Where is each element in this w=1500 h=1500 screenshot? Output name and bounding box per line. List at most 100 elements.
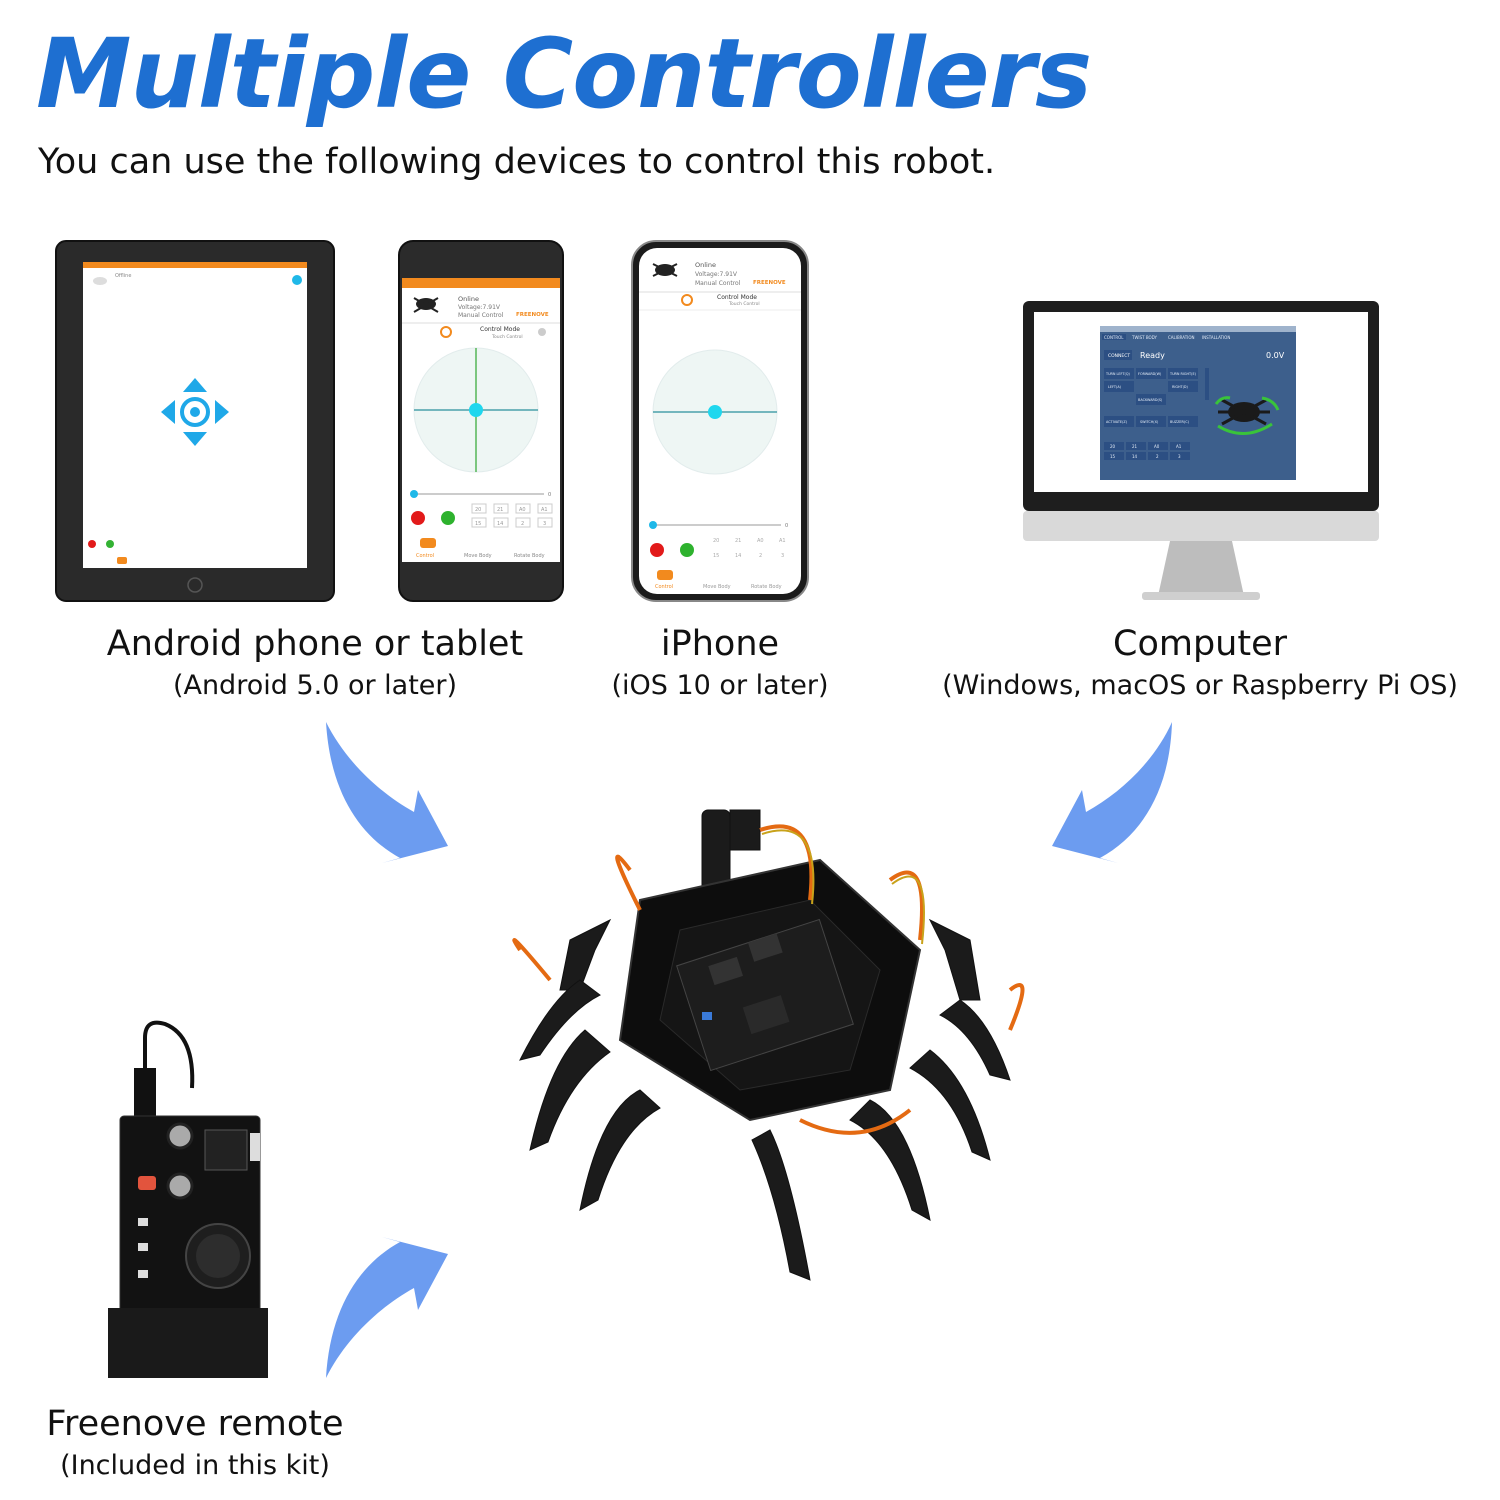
svg-text:0: 0 <box>548 492 551 498</box>
computer-label: Computer <box>1113 624 1287 664</box>
iphone-stop-button[interactable] <box>650 543 664 557</box>
svg-text:0: 0 <box>785 523 788 529</box>
svg-text:21: 21 <box>1132 444 1138 449</box>
android-label: Android phone or tablet <box>106 624 524 664</box>
svg-text:A1: A1 <box>1176 444 1182 449</box>
svg-text:14: 14 <box>735 553 741 559</box>
svg-text:Move Body[interactable]: Move Body <box>464 553 492 559</box>
tablet-stop-icon[interactable] <box>88 540 96 548</box>
android-sublabel: (Android 5.0 or later) <box>172 670 458 701</box>
phone-robot-thumb <box>413 297 439 313</box>
remote-potentiometer[interactable] <box>166 1122 194 1150</box>
play-button[interactable] <box>441 511 455 525</box>
svg-text:Voltage:7.91V: Voltage:7.91V <box>695 271 738 278</box>
toggle-switch[interactable] <box>538 328 546 336</box>
svg-text:Move Body[interactable]: Move Body <box>703 584 731 590</box>
computer-sublabel: (Windows, macOS or Raspberry Pi OS) <box>942 670 1458 701</box>
tablet-play-icon[interactable] <box>106 540 114 548</box>
svg-text:3: 3 <box>543 521 546 527</box>
svg-text:Control Mode: Control Mode <box>717 294 757 301</box>
remote-button-2[interactable] <box>138 1243 148 1251</box>
remote-sublabel: (Included in this kit) <box>60 1450 330 1481</box>
svg-text:2: 2 <box>759 553 762 559</box>
iphone-sublabel: (iOS 10 or later) <box>611 670 829 701</box>
svg-text:TWIST BODY[interactable]: TWIST BODY <box>1131 335 1158 340</box>
svg-text:0.0V: 0.0V <box>1266 351 1285 360</box>
svg-text:Control[interactable]: Control <box>655 584 673 590</box>
svg-text:21: 21 <box>735 538 741 544</box>
iphone-joystick-knob[interactable] <box>708 405 722 419</box>
svg-text:14: 14 <box>1132 454 1138 459</box>
svg-text:3: 3 <box>781 553 784 559</box>
svg-text:ACTIVATE(Z): ACTIVATE(Z) <box>1106 420 1128 424</box>
svg-text:20: 20 <box>1110 444 1116 449</box>
android-tablet-image: Offline <box>55 240 335 602</box>
iphone-keypad[interactable]: 20 21 A0 A1 15 14 2 3 <box>713 538 786 559</box>
pc-control-buttons[interactable]: TURN LEFT(Q) FORWARD(W) TURN RIGHT(E) LE… <box>1104 368 1198 427</box>
android-phone-image: Online Voltage:7.91V Manual Control FREE… <box>398 240 564 602</box>
svg-text:Touch Control: Touch Control <box>728 301 760 307</box>
svg-text:A1: A1 <box>541 507 548 513</box>
svg-text:A0: A0 <box>757 538 764 544</box>
svg-text:BACKWARD(S): BACKWARD(S) <box>1138 398 1163 402</box>
svg-text:LEFT(A): LEFT(A) <box>1108 385 1122 389</box>
stop-button[interactable] <box>411 511 425 525</box>
iphone-robot-thumb <box>652 263 678 277</box>
page-title: Multiple Controllers <box>36 18 1092 130</box>
svg-text:A0: A0 <box>1154 444 1160 449</box>
svg-text:Online: Online <box>695 261 716 269</box>
refresh-icon[interactable] <box>440 326 452 338</box>
pc-slider[interactable] <box>1205 368 1209 400</box>
computer-monitor-image: CONTROL TWIST BODY CALIBRATION INSTALLAT… <box>1023 301 1379 600</box>
dpad-icon[interactable] <box>161 378 229 446</box>
remote-label: Freenove remote <box>46 1404 344 1444</box>
tablet-gamepad-icon[interactable] <box>117 557 127 564</box>
pc-keypad[interactable]: 20 21 A0 A1 15 14 2 3 <box>1104 442 1190 460</box>
freenove-remote-image <box>108 1020 268 1378</box>
svg-text:15: 15 <box>1110 454 1116 459</box>
svg-text:CONTROL[interactable]: CONTROL <box>1104 335 1124 340</box>
freenove-logo: FREENOVE <box>516 312 549 318</box>
tablet-status: Offline <box>115 273 131 279</box>
svg-text:CONNECT[interactable]: CONNECT <box>1108 353 1130 359</box>
svg-text:RIGHT(D): RIGHT(D) <box>1172 385 1189 389</box>
svg-text:Control Mode: Control Mode <box>480 326 520 333</box>
svg-text:20: 20 <box>475 507 481 513</box>
phone-keypad[interactable]: 20 21 A0 A1 15 14 2 3 <box>471 503 553 528</box>
svg-text:Online: Online <box>458 295 479 303</box>
svg-text:Rotate Body[interactable]: Rotate Body <box>751 584 782 590</box>
svg-text:Touch Control: Touch Control <box>491 334 523 340</box>
svg-text:TURN LEFT(Q): TURN LEFT(Q) <box>1105 372 1131 376</box>
svg-text:15: 15 <box>475 521 481 527</box>
joystick-knob[interactable] <box>469 403 483 417</box>
svg-text:Voltage:7.91V: Voltage:7.91V <box>458 304 501 311</box>
gamepad-icon[interactable] <box>420 538 436 548</box>
svg-text:CALIBRATION[interactable]: CALIBRATION <box>1168 335 1195 340</box>
iphone-refresh-icon[interactable] <box>681 294 693 306</box>
tablet-robot-thumb <box>93 277 107 285</box>
svg-text:Ready: Ready <box>1140 351 1165 360</box>
svg-text:3: 3 <box>1178 454 1181 459</box>
remote-red-button[interactable] <box>138 1176 156 1190</box>
remote-button-3[interactable] <box>138 1270 148 1278</box>
pc-robot-preview <box>1214 396 1280 435</box>
svg-text:INSTALLATION[interactable]: INSTALLATION <box>1202 335 1230 340</box>
svg-text:TURN RIGHT(E): TURN RIGHT(E) <box>1169 372 1197 376</box>
tablet-home-button[interactable] <box>187 577 203 593</box>
svg-text:20: 20 <box>713 538 719 544</box>
pc-connect-button[interactable] <box>1104 350 1132 360</box>
iphone-gamepad-icon[interactable] <box>657 570 673 580</box>
iphone-play-button[interactable] <box>680 543 694 557</box>
svg-text:Manual Control: Manual Control <box>695 280 741 287</box>
svg-text:Rotate Body[interactable]: Rotate Body <box>514 553 545 559</box>
svg-text:FORWARD(W): FORWARD(W) <box>1138 372 1162 376</box>
hexapod-robot-image <box>512 809 1025 1281</box>
remote-potentiometer-2[interactable] <box>166 1172 194 1200</box>
remote-button-1[interactable] <box>138 1218 148 1226</box>
svg-text:21: 21 <box>497 507 503 513</box>
svg-text:2: 2 <box>521 521 524 527</box>
svg-text:FREENOVE: FREENOVE <box>753 280 786 286</box>
svg-text:A0: A0 <box>519 507 526 513</box>
svg-text:Control[interactable]: Control <box>416 553 434 559</box>
arrow-icon-android <box>326 722 448 863</box>
